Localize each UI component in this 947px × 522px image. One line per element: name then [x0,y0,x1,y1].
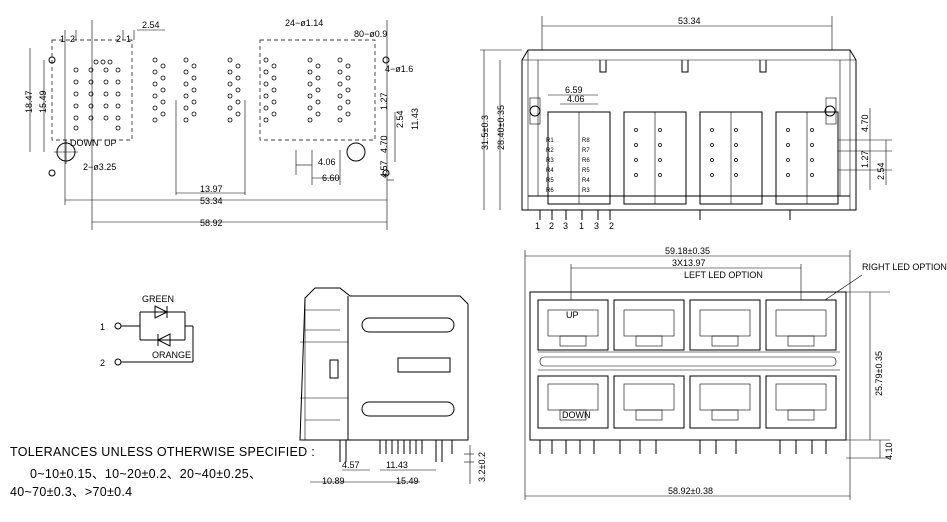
green-led-diode-icon [154,305,169,319]
svg-text:R7: R7 [582,148,590,154]
front-pin-2: 2 [549,221,554,231]
dim-4-06: 4.06 [318,157,336,167]
dim-down: DOWN [70,138,99,148]
svg-text:R3: R3 [546,158,554,164]
front-r-labels: R1 R2 R3 R4 R5 R6 R8 R7 R6 R5 R4 R3 [546,138,590,194]
label-top-1: 1 [60,34,65,44]
top-view: 59.18±0.35 3X13.97 LEFT LED OPTION RIGHT… [524,246,947,500]
dim-13-97: 13.97 [200,184,223,194]
side-dim-15-49: 15.49 [396,476,419,486]
front-dim-28-40: 28.40±0.35 [496,105,506,150]
top-dim-25-79: 25.79±0.35 [874,351,884,396]
side-housing [299,287,469,441]
front-pin-1: 1 [535,221,540,231]
dim-4-holes: 4−ø1.6 [385,64,413,74]
footprint-outline-2 [259,39,376,141]
front-pin-2b: 2 [609,221,614,231]
front-pin-3b: 3 [594,221,599,231]
led-pin-2: 2 [100,358,105,368]
top-housing [529,291,847,441]
top-dim-4-10: 4.10 [884,442,894,460]
svg-text:R8: R8 [582,138,590,144]
front-dim-1-27: 1.27 [860,150,870,168]
top-dim-3x13-97: 3X13.97 [672,258,706,268]
side-dim-3-2: 3.2±0.2 [477,452,487,482]
led-pin-1: 1 [100,322,105,332]
svg-text:R6: R6 [582,158,590,164]
front-bottom-pins [539,210,791,220]
top-upper-ports [537,299,837,351]
dim-pitch: 2.54 [142,20,160,30]
tolerance-line-1: TOLERANCES UNLESS OTHERWISE SPECIFIED : [10,445,316,459]
orange-led-diode-icon [156,333,171,347]
dim-2-54: 2.54 [395,110,405,128]
top-down-label: DOWN [562,410,591,420]
dim-up: UP [104,138,117,148]
top-lower-ports [537,375,837,429]
svg-text:R6: R6 [546,188,554,194]
label-top-2: 2 [70,34,75,44]
top-dim-58-92: 58.92±0.38 [668,486,713,496]
top-right-led-option: RIGHT LED OPTION [862,262,947,272]
tolerance-line-2: 0~10±0.15、10~20±0.2、20~40±0.25、 [30,467,262,481]
front-dim-31-5: 31.5±0.3 [480,115,490,150]
dim-4-70: 4.70 [379,135,389,153]
top-dim-59-18: 59.18±0.35 [665,246,710,256]
dim-58-92: 58.92 [200,218,223,228]
dim-80-holes: 80−ø0.9 [354,29,387,39]
front-housing [521,49,857,211]
svg-text:R4: R4 [582,178,590,184]
led-orange-label: ORANGE [152,350,191,360]
front-pin-1b: 1 [579,221,584,231]
pcb-footprint-view: 2.54 24−ø1.14 80−ø0.9 4−ø1.6 DOWN UP 2−ø… [24,18,420,230]
led-schematic: GREEN ORANGE 1 2 [100,294,194,368]
front-dim-4-70: 4.70 [860,114,870,132]
svg-text:R2: R2 [546,148,554,154]
dim-11-43: 11.43 [410,108,420,130]
side-dim-11-43: 11.43 [386,460,408,470]
label-top-1b: 1 [126,34,131,44]
dim-24-holes: 24−ø1.14 [285,18,323,28]
dim-15-49: 15.49 [38,90,48,113]
dim-53-34: 53.34 [200,196,223,206]
front-dim-2-54: 2.54 [876,162,886,180]
svg-text:R3: R3 [582,188,590,194]
front-dim-4-06: 4.06 [567,94,585,104]
mount-hole-right [346,142,366,162]
top-up-label: UP [566,310,579,320]
dim-18-47: 18.47 [24,90,34,113]
front-jack-openings [547,111,839,205]
side-dim-10-89: 10.89 [322,476,345,486]
svg-text:R5: R5 [582,168,590,174]
dim-2-holes: 2−ø3.25 [83,162,116,172]
top-left-led-option: LEFT LED OPTION [684,270,763,280]
label-top-2b: 2 [116,34,121,44]
footprint-pin-grid [73,57,351,131]
front-dim-53-34: 53.34 [678,16,701,26]
side-view: 4.57 11.43 10.89 15.49 3.2±0.2 [299,287,487,486]
side-dim-4-57: 4.57 [342,460,360,470]
dim-1-27: 1.27 [379,92,389,110]
svg-text:R4: R4 [546,168,554,174]
dim-4-57: 4.57 [379,160,389,178]
front-view: 53.34 [480,16,892,231]
front-dim-6-59: 6.59 [565,85,583,95]
svg-text:R5: R5 [546,178,554,184]
svg-text:R1: R1 [546,138,554,144]
dim-6-60: 6.60 [322,173,340,183]
led-green-label: GREEN [142,294,174,304]
front-pin-3: 3 [563,221,568,231]
tolerance-line-3: 40~70±0.3、>70±0.4 [10,485,133,499]
